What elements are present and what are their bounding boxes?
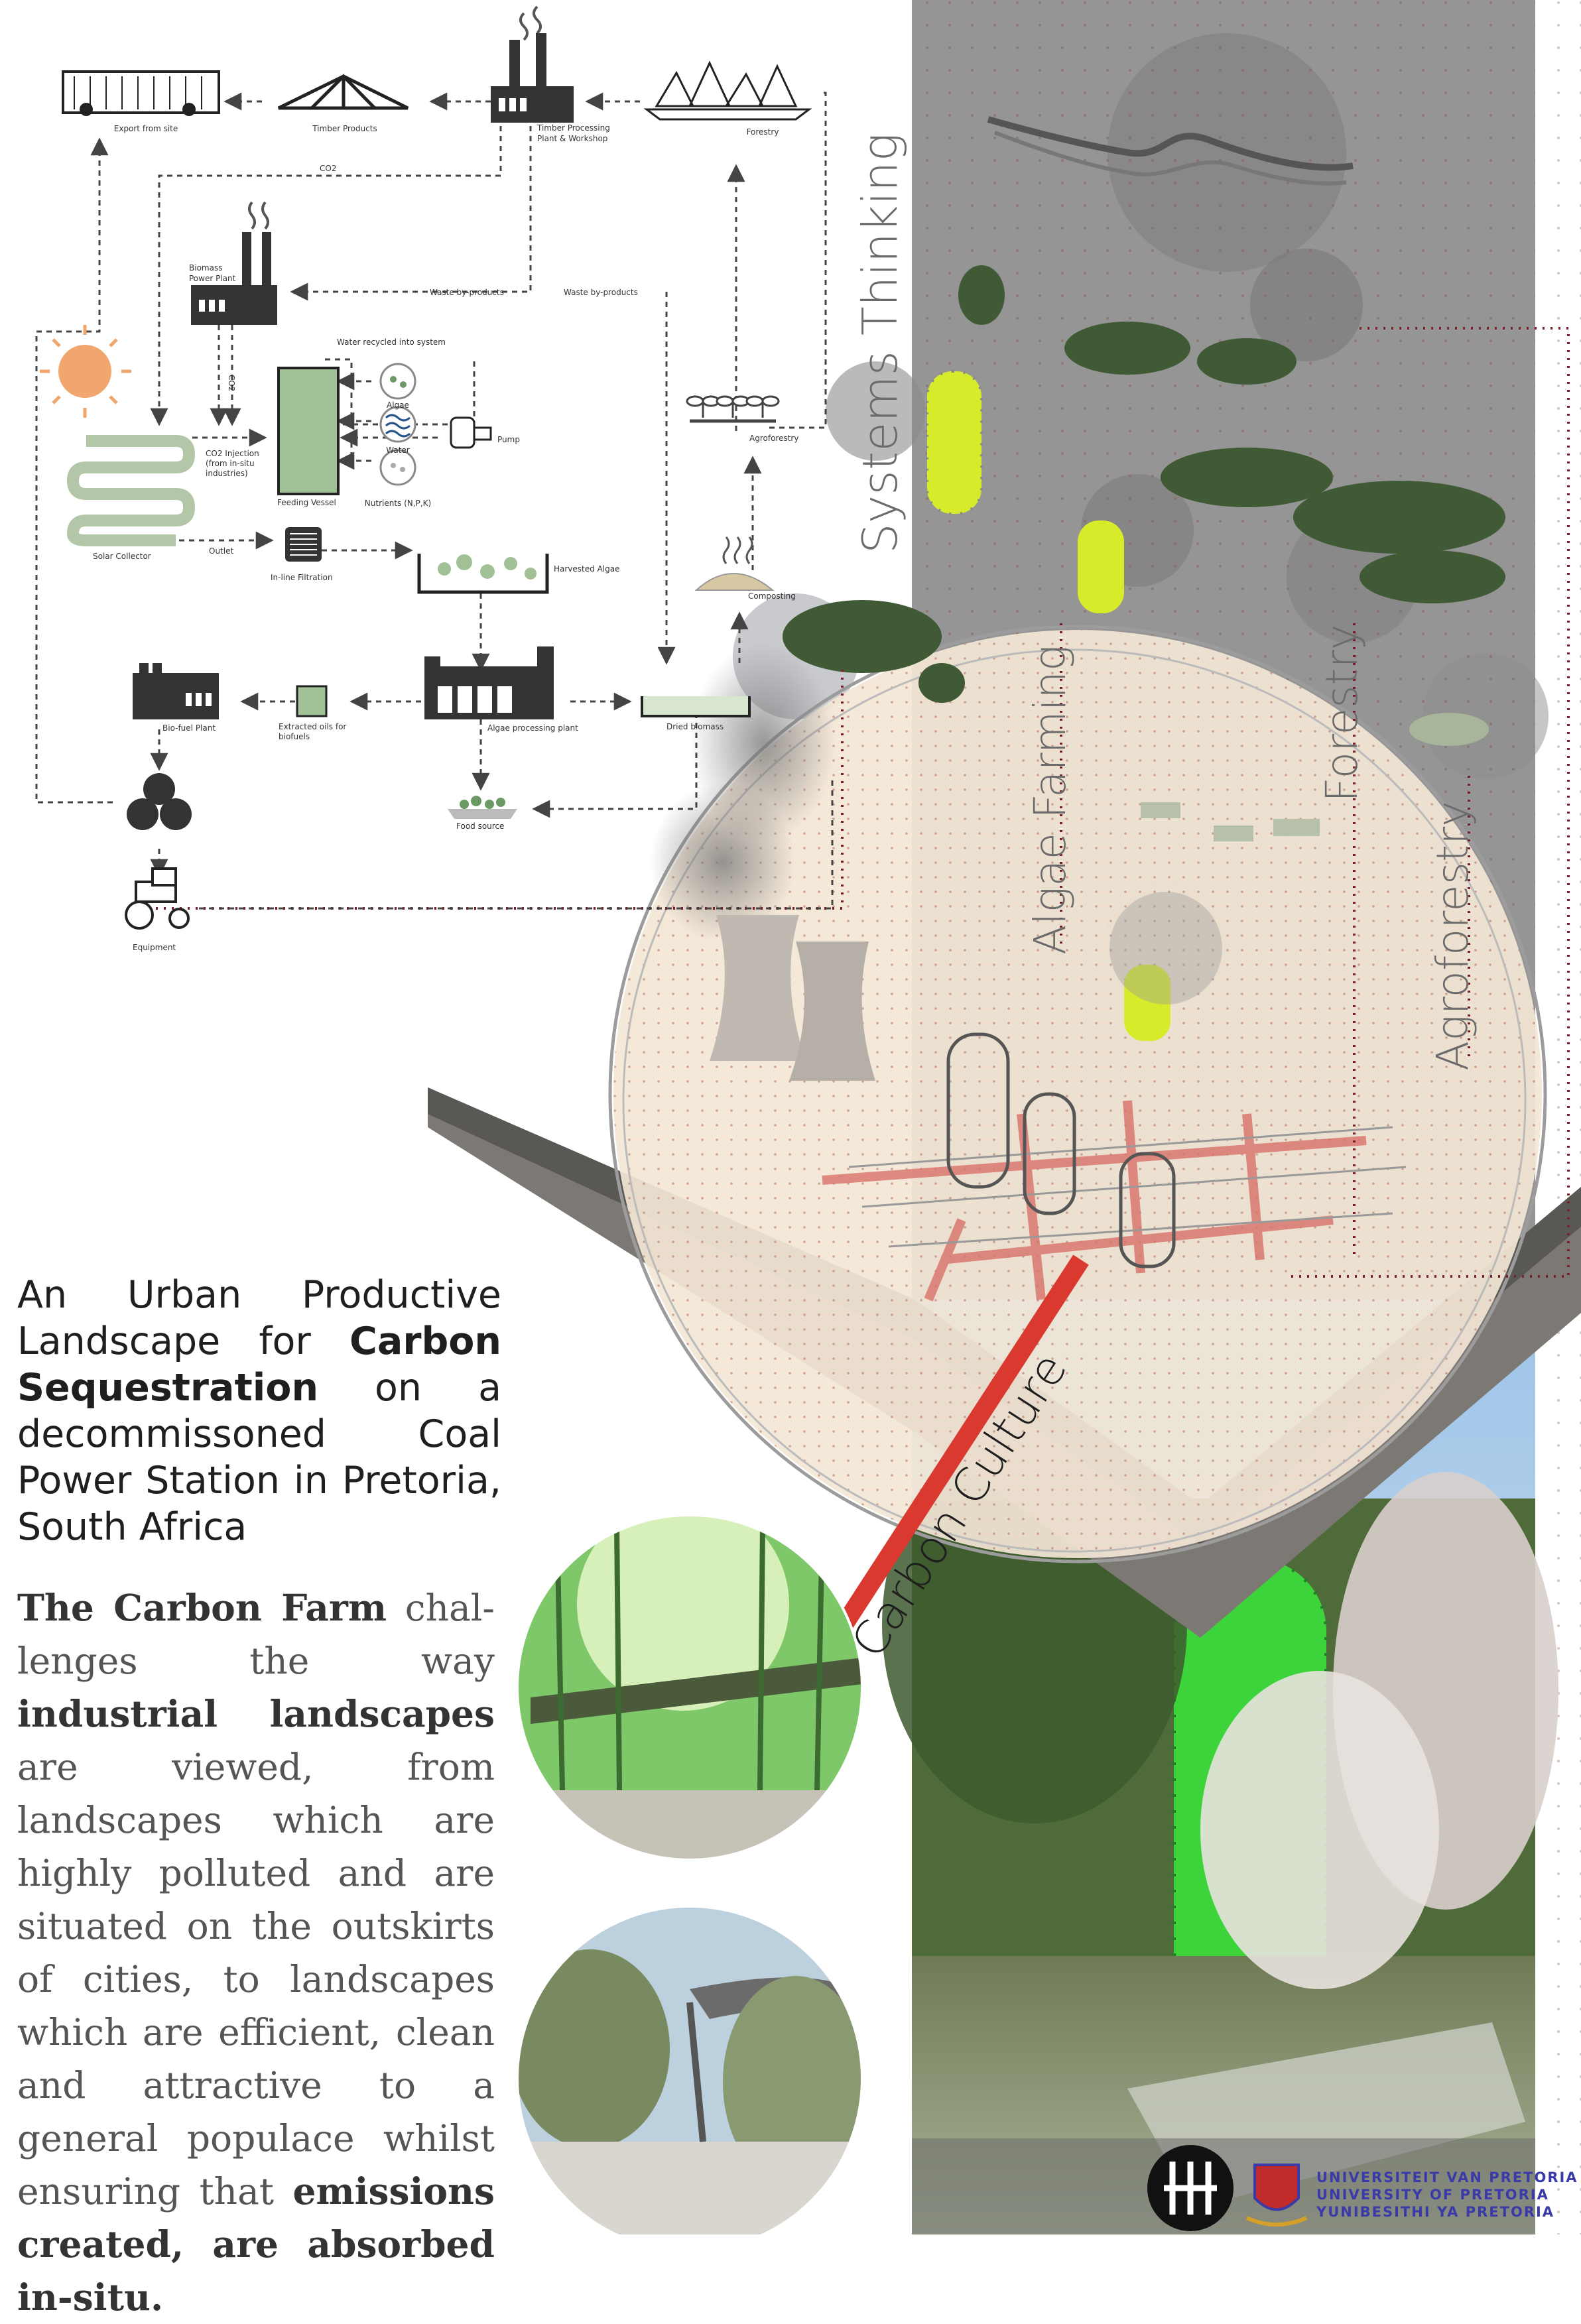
vessel-icon (277, 367, 340, 495)
sprout-icon (686, 395, 780, 423)
poster-scene: Export from site Timber Products Timber … (35, 0, 1581, 2234)
heading-agroforestry: Agroforestry (1427, 800, 1478, 1071)
label-co2-injection-1: CO2 Injection (206, 449, 259, 458)
label-solar-collector: Solar Collector (93, 552, 151, 561)
label-nutrients: Nutrients (N,P,K) (365, 499, 431, 508)
biomass-tray-icon (641, 696, 751, 717)
heading-guides (153, 327, 1570, 1278)
label-co2-vertical: CO2 (227, 375, 236, 391)
solar-collector-icon (66, 435, 196, 546)
heading-algae-farming: Algae Farming (1025, 644, 1076, 955)
university-crest (1245, 2164, 1308, 2227)
render-circle-bottom (517, 1906, 862, 2234)
label-water-recycled: Water recycled into system (337, 337, 446, 347)
title-part-2: on a decommis­soned Coal Power Station i… (17, 1366, 501, 1549)
nutrient-icons (379, 363, 416, 486)
poster-description: The Carbon Farm chal­lenges the way indu… (17, 1581, 495, 2324)
label-agroforestry: Agroforestry (749, 434, 798, 443)
body-text-1: chal­lenges the way (17, 1587, 495, 1682)
studio-logo (1147, 2145, 1233, 2231)
label-extracted-oils-1: Extracted oils for (279, 722, 346, 731)
food-tray-icon (448, 796, 517, 819)
factory-icon (491, 5, 574, 123)
barrels-icon (127, 773, 192, 830)
label-timber-plant-2: Plant & Workshop (537, 134, 607, 143)
title-bold: Carbon Seques­tration (17, 1319, 501, 1410)
label-algae: Algae (387, 400, 409, 410)
label-algae-processing: Algae processing plant (487, 723, 578, 733)
label-feeding-vessel: Feeding Vessel (277, 498, 336, 507)
body-bold-2: industrial landscapes (17, 1692, 495, 1735)
label-forestry: Forestry (747, 127, 779, 137)
label-biofuel-plant: Bio-fuel Plant (162, 723, 216, 733)
label-biomass-1: Biomass (189, 263, 222, 273)
label-equipment: Equipment (133, 943, 176, 952)
label-pump: Pump (497, 435, 520, 444)
jar-icon (296, 685, 328, 717)
label-food-source: Food source (456, 822, 504, 831)
tractor-icon (125, 867, 190, 930)
filter-icon (285, 527, 322, 562)
label-extracted-oils-2: biofuels (279, 732, 310, 741)
render-circle-top (517, 1515, 862, 1860)
tray-icon (417, 554, 549, 594)
biofuel-plant-icon (133, 663, 219, 719)
label-inline-filtration: In-line Filtration (271, 573, 333, 582)
processing-plant-icon (424, 646, 554, 719)
body-text-2: are viewed, from landscapes which are hi… (17, 1746, 495, 2213)
label-co2-injection-3: industries) (206, 469, 248, 478)
label-timber-products: Timber Products (312, 124, 377, 133)
truck-icon (62, 70, 220, 116)
process-flow-diagram (35, 92, 834, 910)
heading-systems-thinking: Systems Thinking (852, 133, 908, 554)
forest-icon (643, 60, 812, 121)
label-co2: CO2 (320, 164, 336, 173)
poster-title: An Urban Productive Land­scape for Carbo… (17, 1272, 501, 1550)
carbon-culture-line (828, 1254, 1089, 1643)
compost-icon (694, 536, 775, 591)
university-name-sepedi: YUNIBESITHI YA PRETORIA (1316, 2204, 1555, 2220)
label-timber-plant-1: Timber Processing (537, 123, 610, 133)
carbon-circle (608, 625, 1547, 1563)
university-name-english: UNIVERSITY OF PRETORIA (1316, 2187, 1549, 2203)
biomass-factory-icon (191, 201, 277, 325)
heading-forestry: Forestry (1316, 624, 1367, 802)
label-harvested-algae: Harvested Algae (554, 564, 619, 574)
label-dried-biomass: Dried biomass (666, 722, 724, 731)
label-export: Export from site (114, 124, 178, 133)
label-outlet: Outlet (209, 546, 233, 556)
label-biomass-2: Power Plant (189, 274, 236, 283)
university-name-afrikaans: UNIVERSITEIT VAN PRETORIA (1316, 2170, 1578, 2185)
label-waste-1: Waste by-products (430, 288, 504, 297)
label-co2-injection-2: (from in-situ (206, 459, 255, 468)
sun-icon (40, 325, 131, 418)
roof-truss-icon (277, 74, 409, 110)
site-vegetation (783, 116, 1505, 746)
label-composting: Composting (748, 591, 796, 601)
title-part-1: An Urban Productive Land­scape for (17, 1273, 501, 1363)
pump-icon (450, 416, 492, 449)
label-waste-2: Waste by-products (564, 288, 638, 297)
body-bold-1: The Carbon Farm (17, 1586, 387, 1629)
label-water: Water (386, 446, 410, 455)
